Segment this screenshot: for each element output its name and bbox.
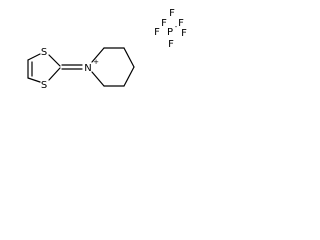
- atom-fluorine-bottom: F: [168, 39, 174, 50]
- chemical-structure-canvas: S S N + F F F F P - F F: [0, 0, 214, 127]
- bond-c6p-n: [91, 71, 105, 87]
- c-n-double-bond: [61, 64, 83, 70]
- hexafluorophosphate-anion: F F F F P - F F: [154, 8, 187, 50]
- atom-sulfur-lower: S: [41, 80, 47, 91]
- bond-c4p-c5p: [123, 66, 135, 87]
- atom-fluorine-left: F: [154, 27, 160, 38]
- atom-fluorine-top: F: [169, 8, 175, 19]
- dithiole-ring: [27, 53, 61, 83]
- bond-c2-s1: [48, 54, 61, 67]
- bond-s1-c5: [27, 53, 41, 61]
- bond-c2-s3: [48, 67, 61, 81]
- atom-phosphorus: P: [167, 27, 173, 38]
- atom-fluorine-upper-right: F: [178, 18, 184, 29]
- bond-n-c2p: [91, 47, 105, 63]
- atom-fluorine-right: F: [181, 28, 187, 39]
- atom-sulfur-upper: S: [41, 47, 47, 58]
- nitrogen-positive-charge: +: [93, 58, 99, 66]
- atom-fluorine-upper-left: F: [161, 18, 167, 29]
- chemical-structure-svg: S S N + F F F F P - F F: [27, 8, 187, 91]
- bond-c3p-c4p: [123, 47, 135, 68]
- bond-s3-c4: [27, 77, 41, 83]
- atom-nitrogen: N: [84, 63, 91, 74]
- phosphorus-negative-charge: -: [175, 23, 178, 31]
- piperidine-ring: [91, 47, 135, 87]
